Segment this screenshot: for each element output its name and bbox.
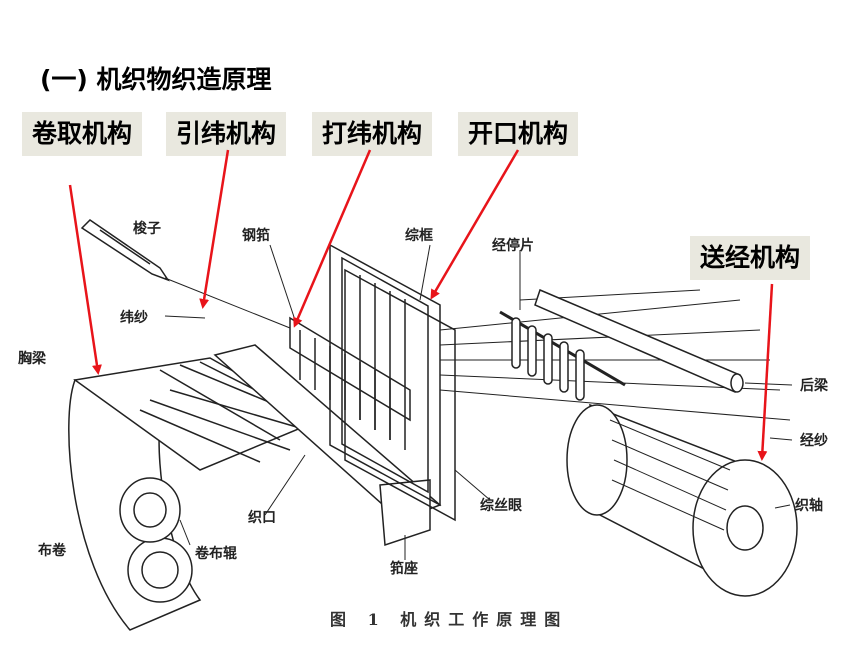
take-up-roller-label: 卷布辊 [194,545,237,562]
shedding-mechanism-label: 开口机构 [458,112,579,156]
loom-drawing [68,219,798,631]
section-title: (一) 机织物织造原理 [40,65,272,94]
back-rest-shape [534,288,744,394]
let-off-arrow [757,283,774,461]
drop-wire-label: 经停片 [492,237,534,254]
shuttle-shape [80,219,170,282]
cloth-roll-label: 布卷 [38,542,67,559]
shuttle-label: 梭子 [133,220,161,237]
drop-wire-shape [499,310,626,401]
shedding-arrow [430,149,520,300]
heald-frame-label: 综框 [405,227,433,244]
warp-beam-shape [566,403,798,597]
weft-insertion-mechanism-label: 引纬机构 [166,112,287,156]
back-rest-label: 后梁 [800,377,829,394]
figure-caption: 图 1 机织工作原理图 [330,610,569,629]
heald-frame-shape [329,243,456,522]
sley-label: 筘座 [390,560,418,577]
warp-beam-label: 织轴 [795,497,823,514]
beat-up-mechanism-label: 打纬机构 [312,112,433,156]
heddle-eye-label: 综丝眼 [480,497,522,514]
weft-label: 纬纱 [120,309,148,326]
take-up-mechanism-label: 卷取机构 [22,112,143,156]
let-off-mechanism-label: 送经机构 [690,236,811,280]
warp-label: 经纱 [800,432,828,449]
breast-beam-label: 胸梁 [18,350,47,367]
beat-up-arrow [293,149,372,328]
reed-label: 钢筘 [242,227,270,244]
fell-label: 织口 [248,509,276,526]
warp-lines [439,289,791,421]
sley-shape [213,344,442,547]
cloth-roll-shape [68,378,202,631]
mechanism-arrows [68,149,774,461]
label-leader-lines [164,244,793,560]
take-up-arrow [68,184,102,375]
weft-insertion-arrow [199,149,230,309]
